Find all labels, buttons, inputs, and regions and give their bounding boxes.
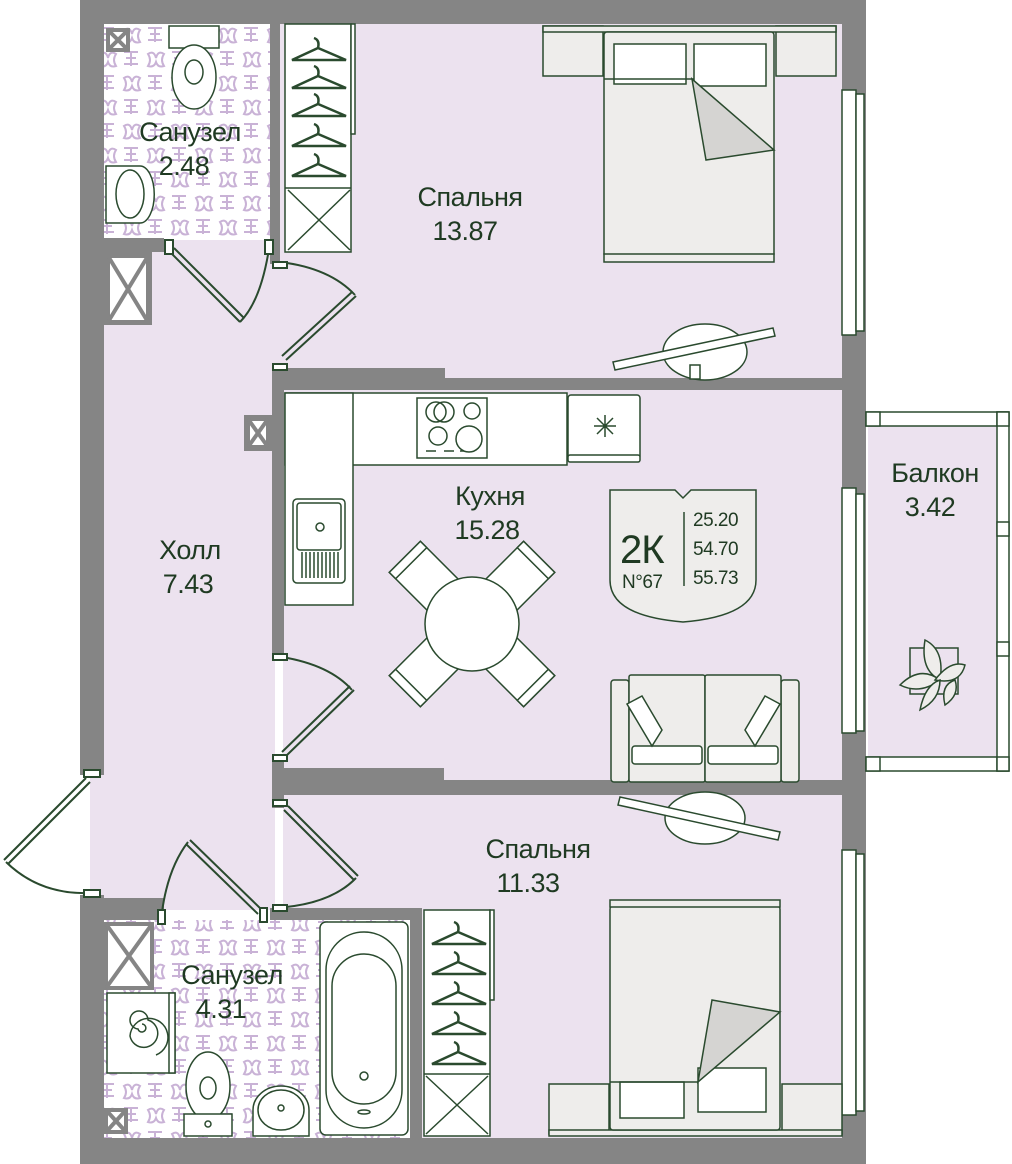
tv-bottom <box>617 791 781 845</box>
dining-table <box>388 540 556 708</box>
wardrobe-bottom <box>423 909 495 1137</box>
area-with-balcony: 55.73 <box>693 568 739 589</box>
room-area: 7.43 <box>162 569 214 599</box>
tv-top <box>612 323 776 381</box>
doors <box>3 239 359 925</box>
apartment-number: N°67 <box>622 572 663 593</box>
room-name: Санузел <box>181 960 283 990</box>
room-name: Спальня <box>417 182 524 212</box>
balcony-plant <box>898 638 966 712</box>
kitchen-counter <box>284 392 641 606</box>
room-name: Кухня <box>455 481 525 511</box>
ventilation-shafts <box>104 28 270 1134</box>
room-area: 2.48 <box>158 151 210 181</box>
hangers-top <box>291 36 347 178</box>
toilet-bottom <box>183 1051 233 1137</box>
room-area: 3.42 <box>904 492 956 522</box>
room-name: Холл <box>159 535 221 565</box>
furniture <box>105 23 966 1137</box>
room-name: Санузел <box>139 117 241 147</box>
bed-top <box>542 25 837 263</box>
apartment-type: 2К <box>620 528 665 572</box>
sofa <box>610 674 800 783</box>
sink-top <box>105 165 155 224</box>
hangers-bottom <box>431 920 487 1066</box>
room-label-bathroom-bottom: Санузел 4.31 <box>172 958 292 1026</box>
apartment-badge <box>609 489 757 623</box>
room-label-bathroom-top: Санузел 2.48 <box>130 115 250 183</box>
windows <box>841 89 865 1116</box>
bed-bottom <box>548 899 843 1137</box>
balcony-railing <box>865 411 1010 772</box>
room-label-bedroom-top: Спальня 13.87 <box>400 180 540 248</box>
room-label-bedroom-bottom: Спальня 11.33 <box>468 832 608 900</box>
total-area: 54.70 <box>693 539 739 560</box>
room-name: Балкон <box>891 458 979 488</box>
room-name: Спальня <box>485 834 592 864</box>
washing-machine <box>106 992 176 1074</box>
sink-bottom <box>252 1085 310 1137</box>
wardrobe-top <box>284 23 356 253</box>
living-area: 25.20 <box>693 510 739 531</box>
room-area: 4.31 <box>195 994 247 1024</box>
room-label-hall: Холл 7.43 <box>130 533 250 601</box>
room-area: 15.28 <box>454 515 520 545</box>
room-label-kitchen: Кухня 15.28 <box>420 479 560 547</box>
room-label-balcony: Балкон 3.42 <box>860 456 1010 524</box>
bathtub <box>319 921 409 1136</box>
toilet-top <box>168 25 220 110</box>
room-area: 11.33 <box>496 868 560 898</box>
room-area: 13.87 <box>432 216 498 246</box>
